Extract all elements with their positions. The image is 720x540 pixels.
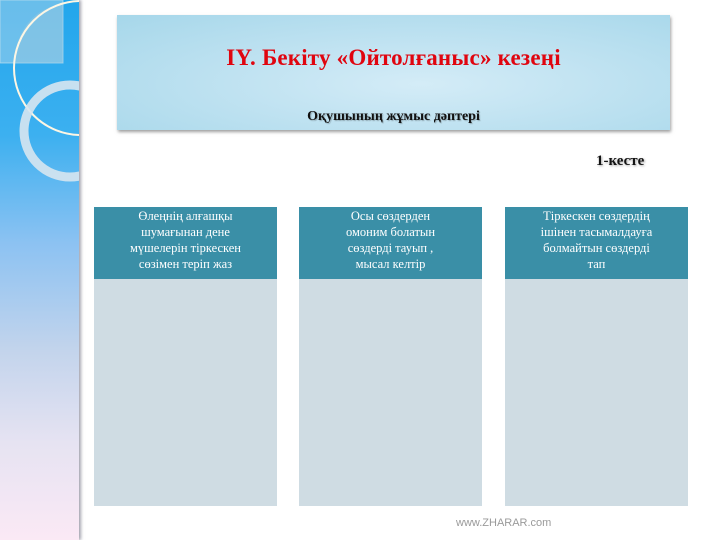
header-line: Өлеңнің алғашқы bbox=[138, 209, 233, 223]
column-3: Тіркескен сөздердің ішінен тасымалдауға … bbox=[505, 207, 688, 506]
header-line: мүшелерін тіркескен bbox=[129, 241, 241, 255]
header-line: мысал келтір bbox=[355, 257, 426, 271]
slide-title: IY. Бекіту «Ойтолғаныс» кезеңі bbox=[226, 45, 561, 70]
header-line: омоним болатын bbox=[345, 225, 436, 239]
title-banner: IY. Бекіту «Ойтолғаныс» кезеңі Оқушының … bbox=[117, 15, 670, 130]
column-1: Өлеңнің алғашқы шумағынан дене мүшелерін… bbox=[94, 207, 277, 506]
header-line: Осы сөздерден bbox=[350, 209, 431, 223]
column-1-body[interactable] bbox=[94, 279, 277, 506]
header-line: тап bbox=[587, 257, 606, 271]
column-2-body[interactable] bbox=[299, 279, 482, 506]
table-label: 1-кесте bbox=[596, 153, 645, 169]
column-1-header: Өлеңнің алғашқы шумағынан дене мүшелерін… bbox=[94, 207, 277, 279]
column-2-header: Осы сөздерден омоним болатын сөздерді та… bbox=[299, 207, 482, 279]
decorative-circles-icon bbox=[0, 0, 79, 182]
watermark: www.ZHARAR.com bbox=[456, 517, 552, 529]
decorative-sidebar bbox=[0, 0, 79, 540]
column-3-header: Тіркескен сөздердің ішінен тасымалдауға … bbox=[505, 207, 688, 279]
column-2: Осы сөздерден омоним болатын сөздерді та… bbox=[299, 207, 482, 506]
header-line: сөзімен теріп жаз bbox=[138, 257, 233, 271]
column-3-body[interactable] bbox=[505, 279, 688, 506]
header-line: сөздерді тауып , bbox=[347, 241, 434, 255]
header-line: ішінен тасымалдауға bbox=[540, 225, 653, 239]
header-line: болмайтын сөздерді bbox=[543, 241, 650, 255]
header-line: шумағынан дене bbox=[141, 225, 230, 239]
header-line: Тіркескен сөздердің bbox=[543, 209, 650, 223]
slide-subtitle: Оқушының жұмыс дәптері bbox=[307, 109, 480, 124]
